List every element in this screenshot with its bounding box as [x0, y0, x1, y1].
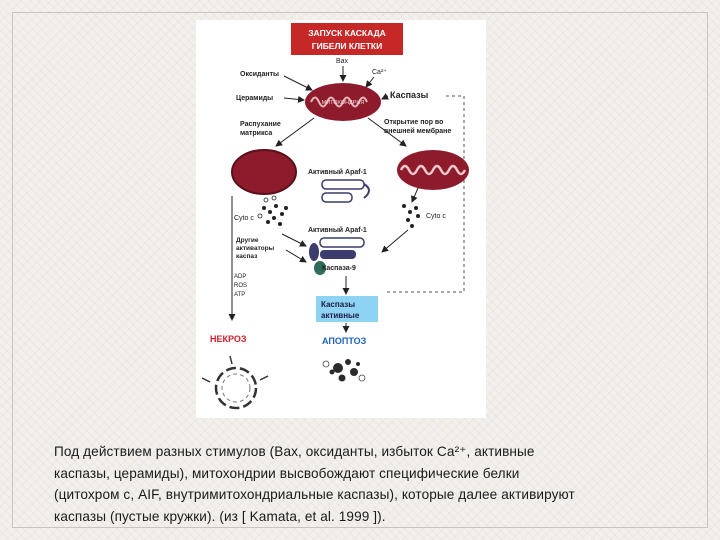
apaf1-bean-2 [314, 261, 326, 275]
label-oxidants: Оксиданты [240, 71, 279, 78]
label-apoptosis: АПОПТОЗ [322, 336, 367, 346]
arrow-caspases [381, 93, 389, 100]
caption-line-4: каспазы (пустые кружки). (из [ Kamata, e… [54, 508, 386, 524]
slide-caption: Под действием разных стимулов (Вах, окси… [54, 441, 684, 527]
arrow-cyto-c-left [281, 233, 307, 247]
label-mitochondrion: МИТОХОНДРИЯ [322, 100, 365, 106]
apaf1-hook [363, 183, 370, 199]
slide-frame [12, 12, 708, 528]
apoptotic-bodies [329, 359, 360, 382]
apoptotic-vesicles [322, 360, 366, 382]
label-ca: Ca²⁺ [372, 69, 387, 76]
arrow-to-pores [367, 117, 407, 147]
label-swelling-1: Распухание [240, 121, 281, 128]
label-other-2: активаторы [236, 245, 275, 252]
active-caspases-box [316, 296, 378, 322]
title-line-1: ЗАПУСК КАСКАДА [308, 28, 386, 38]
caspase-circles-left [257, 195, 277, 219]
label-other-3: каспаз [236, 253, 258, 260]
label-cyto-c-left: Cyto c [234, 215, 254, 222]
apaf1-mid-block [319, 237, 365, 248]
label-ros: ROS [234, 283, 247, 289]
label-adp: ADP [234, 274, 246, 280]
cyto-c-dots-right [402, 204, 420, 228]
label-other-1: Другие [236, 237, 259, 244]
apaf1-bean-1 [309, 243, 319, 261]
title-line-2: ГИБЕЛИ КЛЕТКИ [312, 41, 382, 51]
label-active-apaf1-mid: Активный Apaf-1 [308, 226, 367, 234]
mitochondrion-swollen [231, 149, 297, 195]
label-active-caspases-1: Каспазы [321, 300, 355, 309]
arrow-oxidants [283, 75, 313, 91]
mitochondrion-pores-cristae [399, 164, 467, 176]
caption-line-3: (цитохром с, AIF, внутримитохондриальные… [54, 487, 575, 502]
label-swelling-2: матрикса [240, 130, 272, 137]
necrotic-cell [201, 355, 269, 410]
mitochondrion-cristae [310, 96, 368, 108]
label-ceramides: Церамиды [236, 95, 273, 102]
feedback-loop [386, 95, 465, 293]
label-bax: Вах [336, 58, 349, 65]
label-pores-1: Открытие пор во [384, 119, 443, 126]
arrow-cyto-c-right [411, 187, 419, 203]
arrow-to-apaf1-mid [381, 229, 409, 253]
label-caspases: Каспазы [390, 90, 429, 100]
label-necrosis: НЕКРОЗ [210, 334, 247, 344]
title-box [291, 23, 403, 55]
caption-line-1: Под действием разных стимулов (Вах, окси… [54, 444, 535, 459]
arrow-ceramides [283, 95, 305, 103]
arrow-to-swollen [275, 117, 315, 147]
label-caspase9: Каспаза-9 [322, 265, 356, 272]
caspase9-block [320, 250, 356, 259]
apoptosis-diagram: ЗАПУСК КАСКАДА ГИБЕЛИ КЛЕТКИ Вах Оксидан… [196, 20, 486, 418]
arrow-other-activators [285, 249, 307, 263]
label-active-caspases-2: активные [321, 311, 360, 320]
label-cyto-c-right: Cyto c [426, 213, 446, 220]
label-atp: ATP [234, 292, 245, 298]
diagram-svg: ЗАПУСК КАСКАДА ГИБЕЛИ КЛЕТКИ Вах Оксидан… [201, 23, 469, 410]
arrow-ca [365, 76, 375, 88]
label-active-apaf1-top: Активный Apaf-1 [308, 168, 367, 176]
label-pores-2: внешней мембране [384, 127, 451, 135]
cyto-c-dots-left [262, 204, 288, 226]
caption-line-2: каспазы, церамиды), митохондрии высвобож… [54, 465, 520, 481]
apaf1-block-2 [321, 192, 353, 203]
apaf1-block-1 [321, 179, 365, 190]
